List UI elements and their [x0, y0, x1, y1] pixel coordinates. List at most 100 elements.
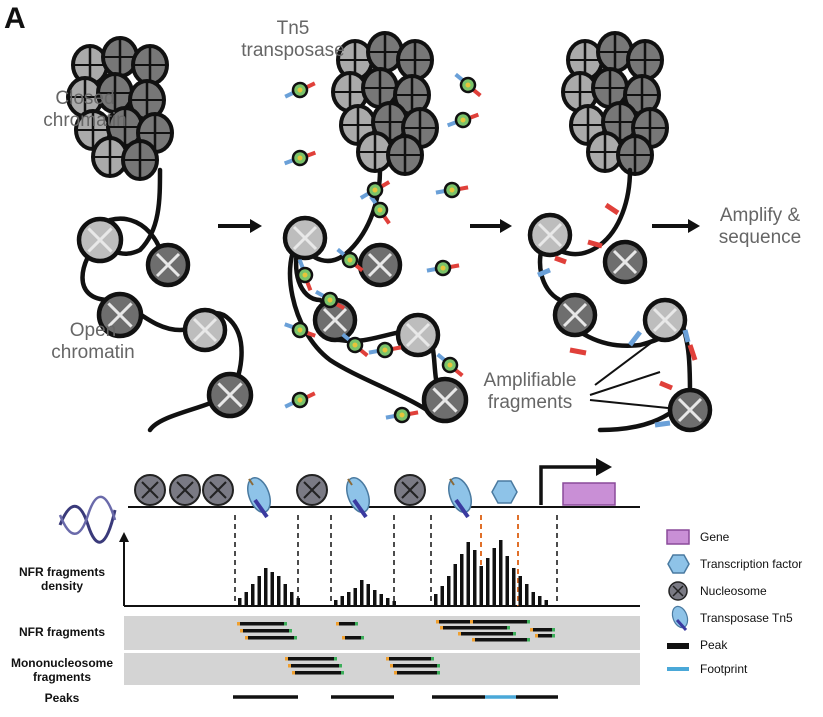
density-bar [499, 540, 503, 606]
density-bar [440, 586, 444, 606]
density-bar [466, 542, 470, 606]
mono-fragment-end [292, 671, 295, 675]
nfr-fragment-end [240, 629, 243, 633]
nfr-fragment-end [470, 620, 473, 624]
nucleosome-cross [217, 382, 243, 408]
density-bar [353, 588, 357, 606]
nfr-fragment-end [552, 634, 555, 638]
closed-label-line1: Closed [55, 88, 115, 109]
tn5-core [347, 257, 353, 263]
tn5-transposase-8 [359, 180, 391, 200]
amplify-label-line1: Amplify & [719, 205, 801, 226]
nfr-fragment [237, 622, 287, 626]
tn5-transposase-16 [315, 289, 345, 311]
nucleosome-cross [612, 249, 638, 275]
nfr-fragment [530, 628, 555, 632]
density-bar [505, 556, 509, 606]
tn5-core [465, 82, 471, 88]
panel-label: A [4, 2, 26, 35]
open-label-line2: chromatin [51, 342, 135, 363]
density-bar [525, 584, 529, 606]
nfr-fragment-end [513, 632, 516, 636]
tn5-core [447, 362, 453, 368]
nucleosome-2a [282, 215, 328, 261]
density-bar [251, 584, 255, 606]
nfr-fragment-end [527, 620, 530, 624]
nfr-fragment [535, 634, 555, 638]
legend-footprint-label: Footprint [700, 662, 748, 676]
nucleosome-1b [145, 242, 191, 288]
mono-label-line1: Mononucleosome [10, 656, 113, 670]
mono-fragment [394, 671, 440, 675]
nucleosome-cross [432, 387, 458, 413]
nucleosome-cross [209, 481, 227, 499]
mono-fragment-end [386, 657, 389, 661]
nucleosome-cross [677, 397, 703, 423]
nfr-fragment-end [530, 628, 533, 632]
nfr-fragment-end [355, 622, 358, 626]
mono-fragment [292, 671, 344, 675]
density-bar [373, 590, 377, 606]
nucleosome-cross [303, 481, 321, 499]
density-bar [447, 576, 451, 606]
nucleosome-cross [155, 252, 181, 278]
legend-tn5-tag [675, 618, 688, 632]
tn5-track-tag [454, 498, 470, 519]
amplifiable-fragment-tag [659, 380, 673, 391]
tn5-core [382, 347, 388, 353]
mono-fragment-end [288, 664, 291, 668]
nfr-fragment [472, 638, 530, 642]
nucleosome-1d [182, 307, 228, 353]
nfr-fragment [240, 629, 292, 633]
tn5-core [377, 207, 383, 213]
pointer-arrow-2 [589, 399, 669, 409]
mono-fragment-end [334, 657, 337, 661]
amplifiable-fragment-tag [537, 267, 551, 278]
nfr-fragment-end [440, 626, 443, 630]
tn5-transposase-15 [284, 391, 316, 409]
nucleosome-3c [552, 292, 598, 338]
nfr-fragment-end [294, 636, 297, 640]
density-bar [290, 592, 294, 606]
nucleosome-1c [96, 291, 144, 339]
nfr-fragment-end [472, 638, 475, 642]
closed-chromatin-stage1 [66, 36, 174, 181]
mono-fragment [285, 657, 337, 661]
tn5-transposase-1 [283, 149, 317, 167]
density-bar [257, 576, 261, 606]
nucleosome-3a [527, 212, 573, 258]
density-bar [283, 584, 287, 606]
amplifiable-fragment-tag [587, 239, 603, 249]
arrow-right-icon-head [688, 219, 700, 233]
amplifiable-fragment-tag [687, 344, 698, 361]
mono-fragment-end [390, 664, 393, 668]
nfr-fragment-band [124, 616, 640, 650]
tn5-track-tag [352, 498, 368, 519]
nfr-fragment-end [458, 632, 461, 636]
nucleosome-2b [357, 242, 403, 288]
mono-fragment-end [437, 671, 440, 675]
tn5-transposase-6 [336, 247, 364, 273]
nfr-fragment-end [342, 636, 345, 640]
tn5-core [297, 327, 303, 333]
mono-fragment [386, 657, 434, 661]
legend-gene-label: Gene [700, 530, 730, 544]
nfr-fragment [342, 636, 364, 640]
nucleosome-cross [401, 481, 419, 499]
density-bar [334, 600, 338, 606]
amplify-label-line2: sequence [718, 227, 802, 248]
schematic-bottom [58, 458, 690, 699]
tn5-track-tag [449, 478, 455, 486]
density-bar [360, 580, 364, 606]
tn5-track-3 [448, 476, 472, 519]
track-nucleosome-3 [296, 474, 328, 506]
density-bar [486, 558, 490, 606]
nucleosome-cross [141, 481, 159, 499]
mono-fragment-end [339, 664, 342, 668]
nucleosome-1a [76, 216, 124, 264]
mono-fragment-band [124, 653, 640, 685]
legend-nucleosome-icon [668, 581, 688, 601]
nfr-fragment-end [507, 626, 510, 630]
nucleosome-cross [367, 252, 393, 278]
